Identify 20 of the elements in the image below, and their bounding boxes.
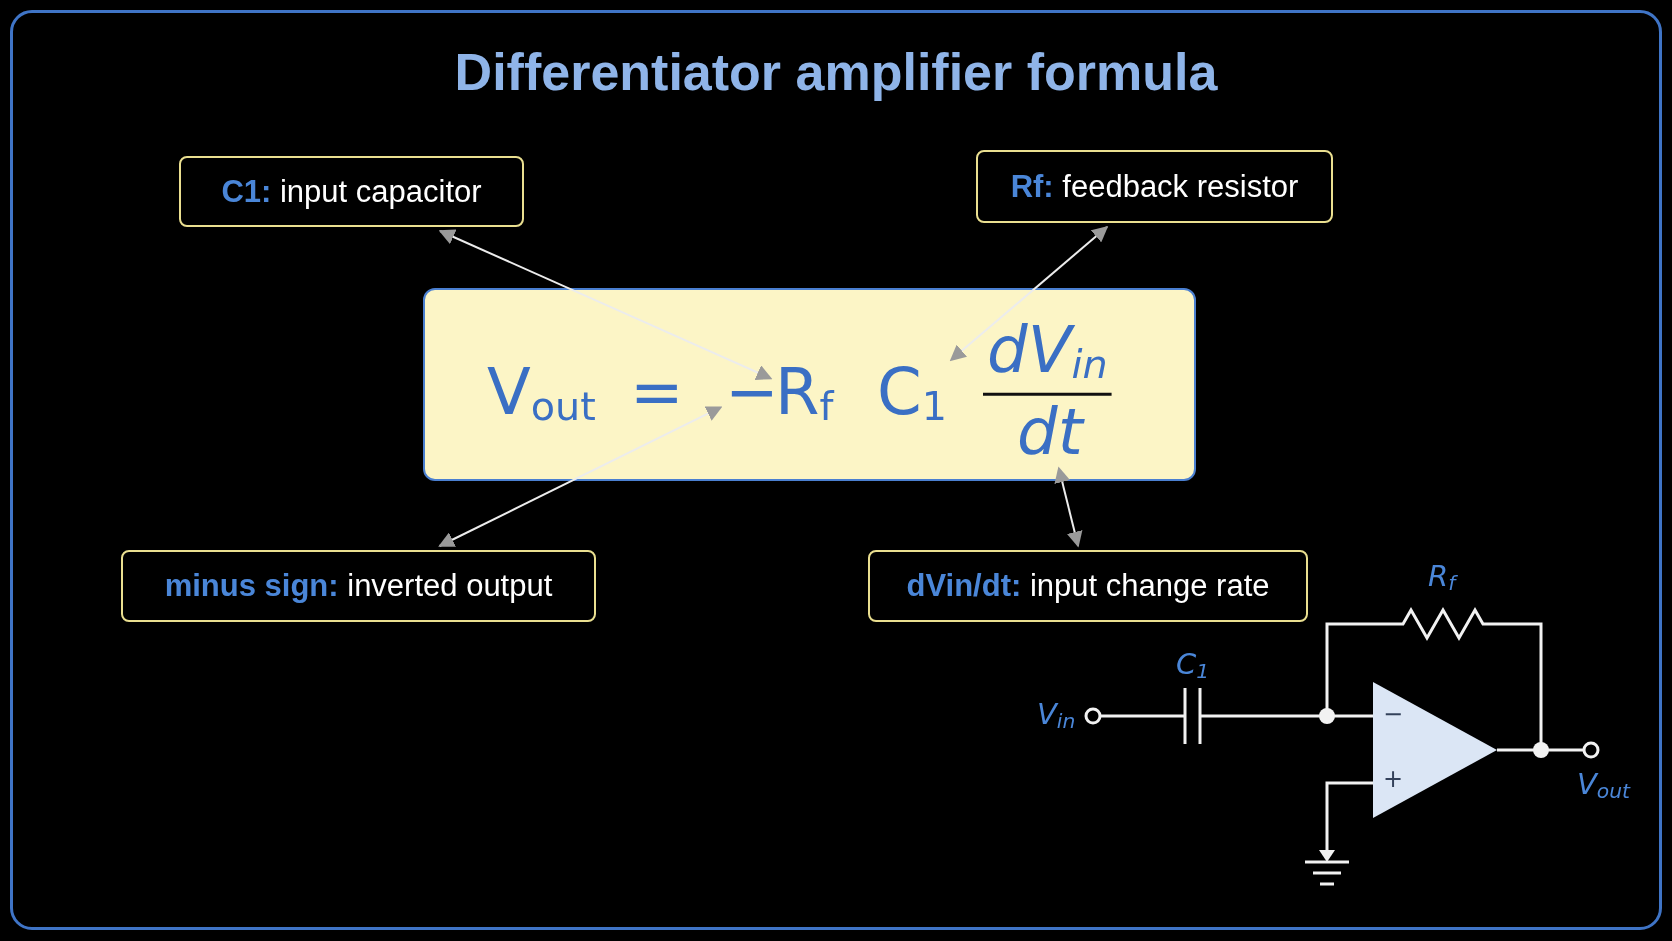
leader-arrow (438, 229, 773, 380)
output-terminal-label: V$_{out}$ (1577, 770, 1631, 802)
inverting-input-sign: − (1383, 702, 1404, 726)
formula-term: V$_{out}$ (487, 360, 596, 427)
callout-box: C1: input capacitor (179, 156, 524, 227)
formula-term: dV$_{in}$ (987, 318, 1108, 385)
leader-arrow (1054, 466, 1083, 548)
formula-term: C$_{1}$ (877, 360, 947, 427)
input-terminal-label: V$_{in}$ (1037, 700, 1076, 732)
formula-term: = (630, 360, 684, 424)
leader-arrow (438, 406, 723, 547)
non-inverting-input-sign: + (1383, 767, 1404, 791)
callout-box: minus sign: inverted output (121, 550, 596, 622)
resistor-label: R$_{f}$ (1428, 562, 1456, 594)
leader-arrow (949, 225, 1109, 362)
callout-box: dVin/dt: input change rate (868, 550, 1308, 622)
formula-box (423, 288, 1196, 481)
capacitor-label: C$_{1}$ (1176, 650, 1210, 682)
callout-box: Rf: feedback resistor (976, 150, 1333, 223)
formula-term: dt (1017, 400, 1083, 464)
